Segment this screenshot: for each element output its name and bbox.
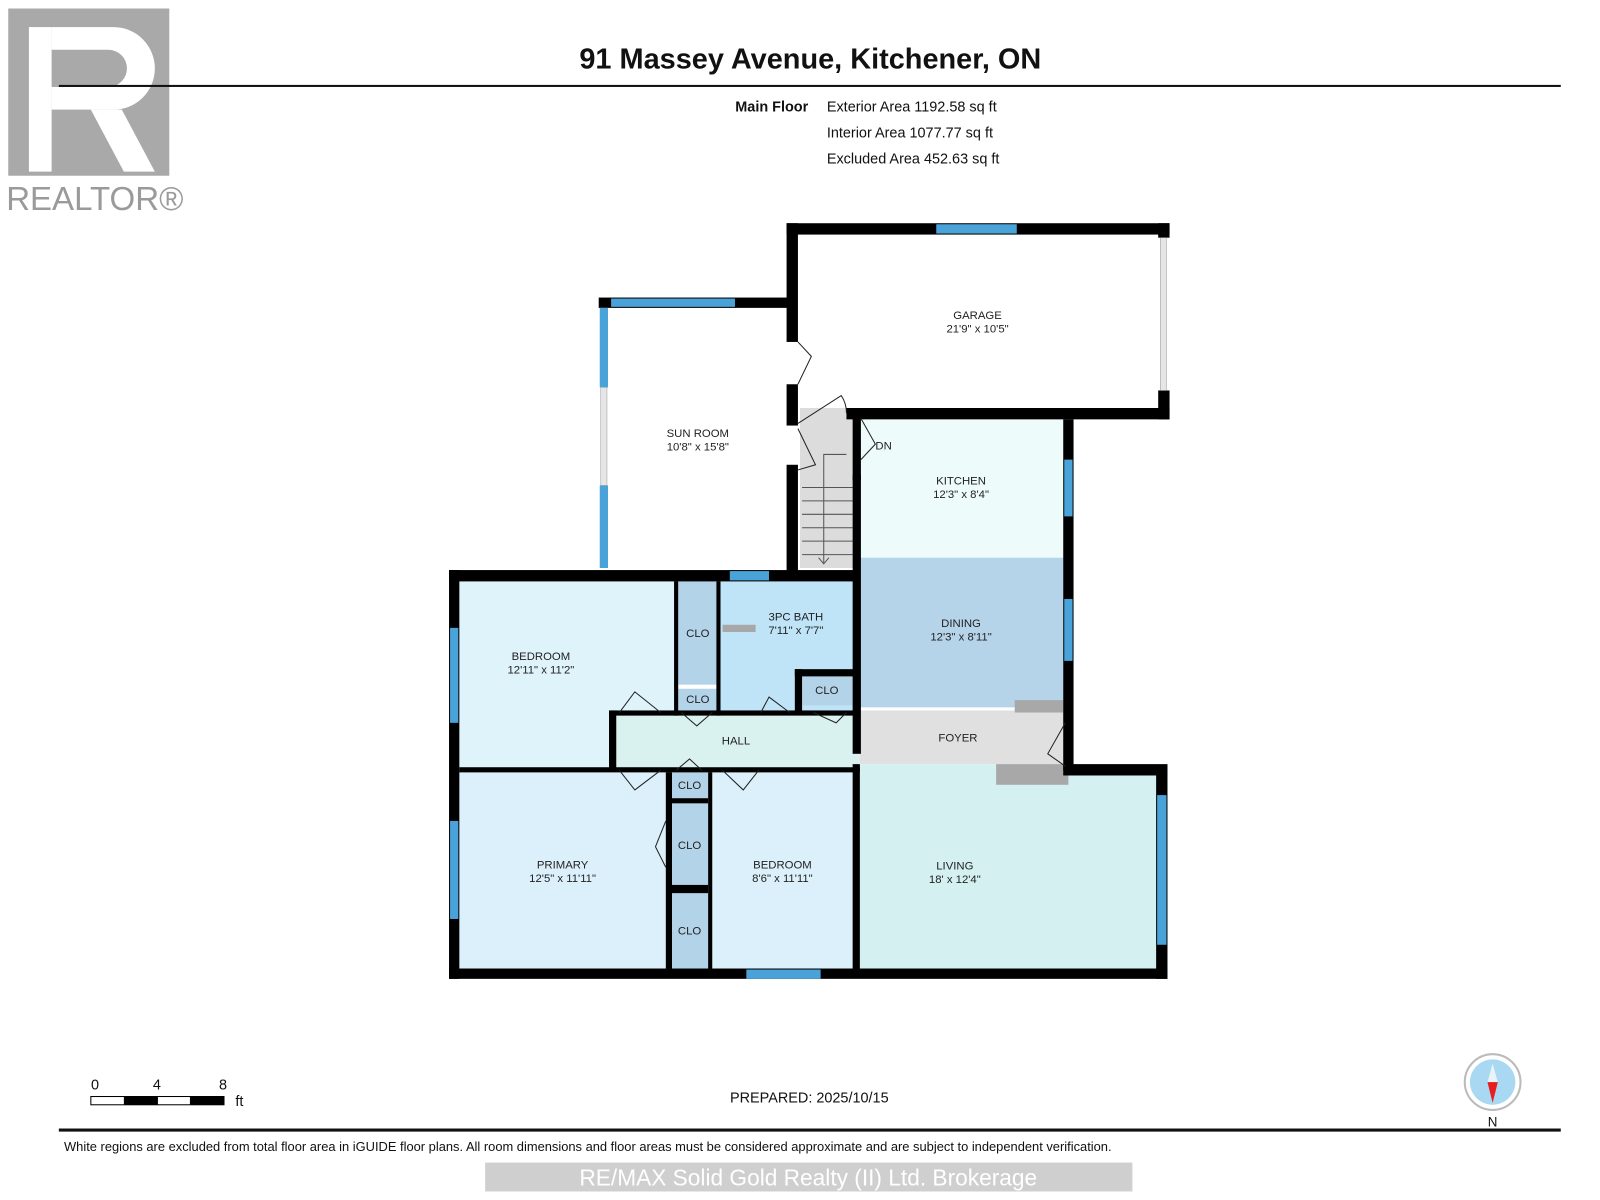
room-bedroom-2: BEDROOM 8'6" x 11'11" [752, 859, 813, 884]
compass-north-label: N [1488, 1114, 1498, 1129]
header-divider [58, 84, 1561, 87]
prepared-date: PREPARED: 2025/10/15 [730, 1091, 889, 1107]
room-dims: 12'3" x 8'4" [933, 489, 989, 501]
disclaimer: White regions are excluded from total fl… [64, 1139, 1112, 1154]
scale-tick-0: 0 [91, 1077, 99, 1093]
watermark: RE/MAX Solid Gold Realty (II) Ltd. Broke… [579, 1164, 1037, 1190]
room-dining: DINING 12'3" x 8'11" [930, 618, 991, 643]
sunroom-door [600, 387, 608, 486]
room-dims: 10'8" x 15'8" [667, 441, 729, 453]
room-dims: 7'11" x 7'7" [768, 625, 823, 637]
room-kitchen: KITCHEN 12'3" x 8'4" [933, 475, 989, 500]
door-swings [618, 341, 1066, 868]
closet-label: CLO [815, 685, 839, 697]
realtor-logo: REALTOR® [6, 8, 183, 217]
scale-bar: 0 4 8 ft [90, 1077, 243, 1110]
room-sunroom: SUN ROOM 10'8" x 15'8" [667, 428, 729, 453]
realtor-logo-text: REALTOR® [6, 180, 183, 217]
room-name: GARAGE [953, 310, 1002, 322]
room-garage: GARAGE 21'9" x 10'5" [946, 310, 1008, 335]
room-name: PRIMARY [537, 859, 589, 871]
compass-icon: N [1463, 1053, 1522, 1129]
room-dims: 8'6" x 11'11" [752, 873, 813, 885]
room-dims: 12'3" x 8'11" [930, 631, 991, 643]
closet-label: CLO [678, 780, 702, 792]
room-name: BEDROOM [512, 651, 571, 663]
excluded-area: Excluded Area 452.63 sq ft [827, 151, 1000, 167]
scale-tick-4: 4 [153, 1077, 161, 1093]
closet-label: CLO [678, 840, 702, 852]
room-name: LIVING [936, 860, 973, 872]
room-fills [459, 234, 1159, 969]
garage-door [1160, 237, 1167, 391]
scale-tick-8: 8 [219, 1077, 227, 1093]
room-hall: HALL [722, 736, 750, 748]
footer-divider [58, 1128, 1561, 1132]
room-foyer: FOYER [938, 732, 977, 744]
room-bedroom-1: BEDROOM 12'11" x 11'2" [507, 651, 574, 676]
room-dims: 12'11" x 11'2" [507, 664, 574, 676]
room-dims: 21'9" x 10'5" [946, 324, 1008, 336]
room-dims: 12'5" x 11'11" [529, 873, 596, 885]
stairs-dn-label: DN [875, 440, 891, 452]
room-dims: 18' x 12'4" [929, 874, 981, 886]
floor-label: Main Floor [735, 100, 808, 116]
room-bath: 3PC BATH 7'11" x 7'7" [768, 612, 823, 637]
room-name: KITCHEN [936, 475, 986, 487]
closet-label: CLO [678, 925, 702, 937]
watermark-bg [485, 1162, 1133, 1192]
room-name: SUN ROOM [667, 428, 729, 440]
room-primary: PRIMARY 12'5" x 11'11" [529, 859, 596, 884]
windows [450, 224, 1167, 979]
page-title: 91 Massey Avenue, Kitchener, ON [579, 43, 1041, 75]
room-name: DINING [941, 618, 981, 630]
room-name: BEDROOM [753, 859, 812, 871]
closet-label: CLO [686, 694, 710, 706]
closet-label: CLO [686, 628, 710, 640]
stair-treads [802, 453, 853, 565]
scale-unit: ft [235, 1094, 243, 1110]
room-living: LIVING 18' x 12'4" [929, 860, 981, 885]
room-name: 3PC BATH [769, 612, 824, 624]
interior-area: Interior Area 1077.77 sq ft [827, 126, 993, 142]
exterior-area: Exterior Area 1192.58 sq ft [827, 100, 997, 116]
